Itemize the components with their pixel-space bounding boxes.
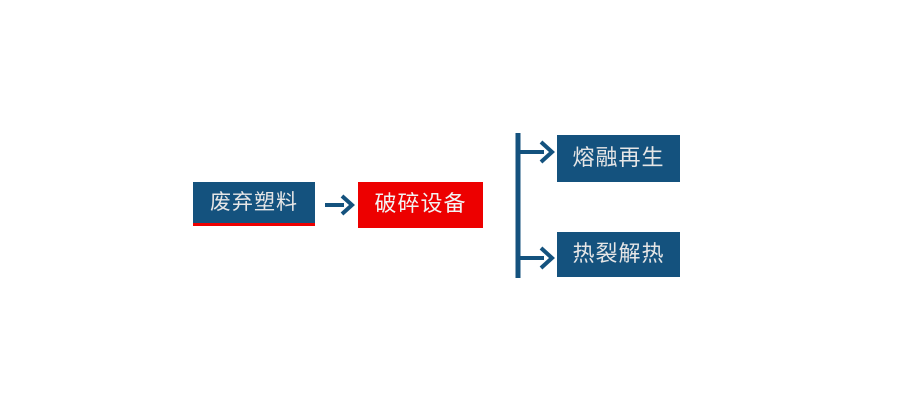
node-pyrolysis[interactable]: 热裂解热 bbox=[557, 232, 680, 277]
node-melt-regeneration[interactable]: 熔融再生 bbox=[557, 135, 680, 182]
node-waste-plastic-label: 废弃塑料 bbox=[210, 190, 298, 214]
node-melt-regeneration-label: 熔融再生 bbox=[572, 145, 665, 171]
arrow-right-icon bbox=[325, 194, 355, 216]
node-crushing-equipment[interactable]: 破碎设备 bbox=[358, 182, 483, 228]
node-pyrolysis-label: 热裂解热 bbox=[572, 241, 665, 267]
node-crushing-equipment-label: 破碎设备 bbox=[374, 192, 467, 217]
branch-split-arrows-icon bbox=[515, 133, 555, 278]
node-waste-plastic[interactable]: 废弃塑料 bbox=[193, 182, 315, 226]
